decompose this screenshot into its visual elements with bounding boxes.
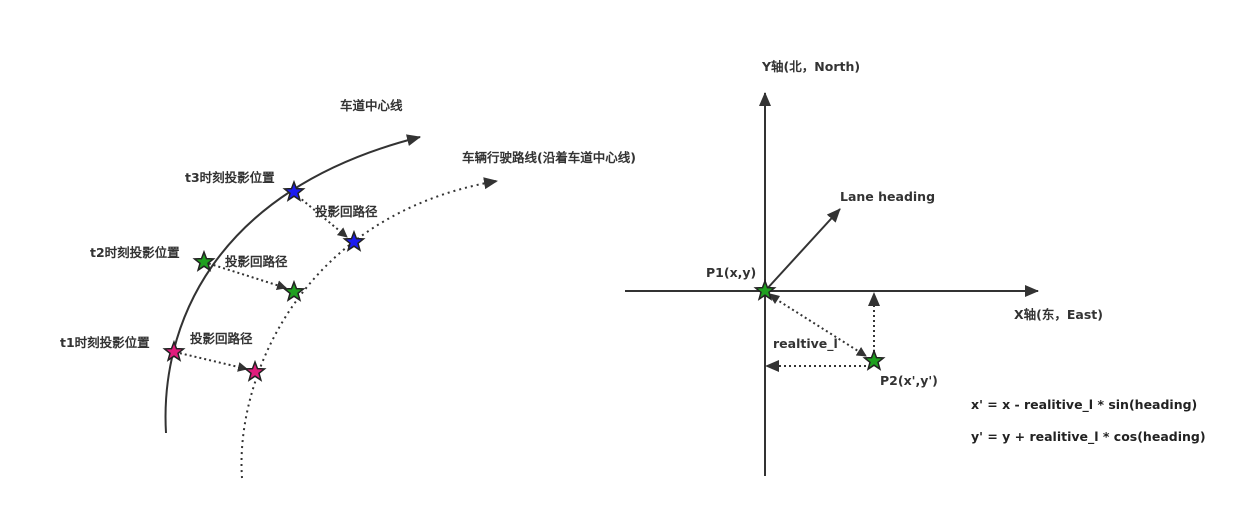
t1-projection-star	[162, 339, 186, 362]
center-line-label: 车道中心线	[340, 98, 403, 113]
right-coordinate-diagram: Y轴(北，North) X轴(东，East) Lane heading P1(x…	[625, 59, 1206, 476]
t2-projection-star	[192, 249, 216, 272]
t3-projection-star	[282, 179, 306, 202]
x-axis-label: X轴(东，East)	[1014, 307, 1103, 322]
p1-star	[753, 278, 777, 301]
formula-y: y' = y + realitive_l * cos(heading)	[971, 429, 1206, 445]
vehicle-path-line	[240, 177, 498, 479]
p2-star	[862, 348, 886, 371]
left-lane-diagram: 车道中心线 车辆行驶路线(沿着车道中心线) t3时刻投影位置 t2时刻投影位置 …	[60, 98, 636, 479]
t2-label: t2时刻投影位置	[90, 245, 180, 260]
return-path-label-t3: 投影回路径	[315, 204, 378, 219]
t3-label: t3时刻投影位置	[185, 170, 275, 185]
y-axis-label: Y轴(北，North)	[761, 59, 860, 74]
return-path-label-t2: 投影回路径	[225, 254, 288, 269]
p2-label: P2(x',y')	[880, 373, 938, 388]
lane-heading-arrow	[764, 208, 841, 292]
relative-l-start-arrowhead	[768, 293, 780, 304]
relative-l-label: realtive_l	[773, 336, 838, 352]
return-path-arrow-t2	[203, 261, 287, 291]
vehicle-path-label: 车辆行驶路线(沿着车道中心线)	[462, 150, 636, 165]
lane-heading-label: Lane heading	[840, 189, 935, 204]
t1-label: t1时刻投影位置	[60, 335, 150, 350]
return-path-label-t1: 投影回路径	[190, 331, 253, 346]
return-path-arrow-t3	[293, 192, 348, 238]
return-path-arrow-t1	[174, 351, 248, 372]
p1-label: P1(x,y)	[706, 265, 756, 280]
lane-center-line	[164, 134, 421, 434]
t2-vehicle-star	[282, 279, 306, 302]
t3-vehicle-star	[342, 229, 366, 252]
t1-vehicle-star	[243, 359, 267, 382]
formula-x: x' = x - realitive_l * sin(heading)	[971, 397, 1197, 413]
relative-l-line	[770, 295, 867, 357]
